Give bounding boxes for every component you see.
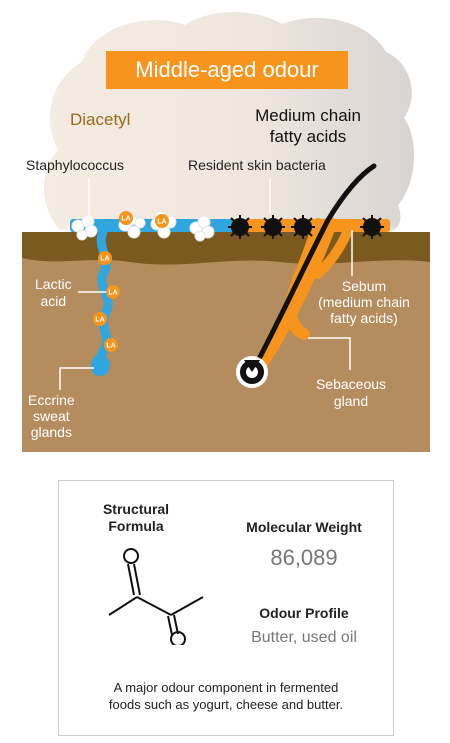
molecular-weight-heading: Molecular Weight — [246, 519, 362, 535]
page-title: Middle-aged odour — [106, 51, 348, 89]
structural-formula-heading: Structural Formula — [102, 501, 170, 534]
staphylococcus-label: Staphylococcus — [26, 157, 125, 173]
lactic-acid-label: Lactic acid — [35, 276, 72, 309]
sebaceous-gland-label: Sebaceous gland — [315, 376, 387, 409]
la-badge: LA — [106, 285, 120, 299]
svg-text:LA: LA — [106, 343, 115, 350]
la-badge: LA — [93, 312, 107, 326]
la-badge: LA — [104, 338, 118, 352]
molecular-weight-value: 86,089 — [270, 545, 338, 570]
dermis — [22, 250, 430, 452]
odour-profile-heading: Odour Profile — [259, 605, 349, 621]
sebum-duct — [313, 221, 355, 279]
leader-lines — [59, 178, 353, 390]
lactic-acid-badges: LA LA LA LA LA LA — [93, 211, 169, 352]
diacetyl-label: Diacetyl — [70, 110, 131, 129]
odour-profile-value: Butter, used oil — [251, 629, 357, 646]
hair-shaft — [249, 163, 377, 375]
svg-text:LA: LA — [121, 216, 130, 223]
medium-chain-fatty-acids-label: Medium chain fatty acids — [255, 106, 361, 146]
la-badge: LA — [119, 211, 133, 225]
svg-text:LA: LA — [100, 256, 109, 263]
svg-text:LA: LA — [95, 317, 104, 324]
eccrine-sweat-glands-label: Eccrine sweat glands — [28, 392, 75, 440]
resident-skin-bacteria — [228, 215, 384, 239]
diacetyl-structure-icon — [108, 548, 204, 645]
resident-skin-bacteria-label: Resident skin bacteria — [188, 157, 326, 173]
la-badge: LA — [98, 251, 112, 265]
svg-text:LA: LA — [108, 290, 117, 297]
hair-follicle-sheath — [251, 217, 337, 375]
la-badge: LA — [155, 214, 169, 228]
sebum-label: Sebum (medium chain fatty acids) — [318, 278, 410, 326]
description-text: A major odour component in fermented foo… — [108, 680, 344, 712]
svg-text:LA: LA — [157, 219, 166, 226]
info-card: Structural Formula Molecular Weight 86,0… — [58, 480, 394, 736]
